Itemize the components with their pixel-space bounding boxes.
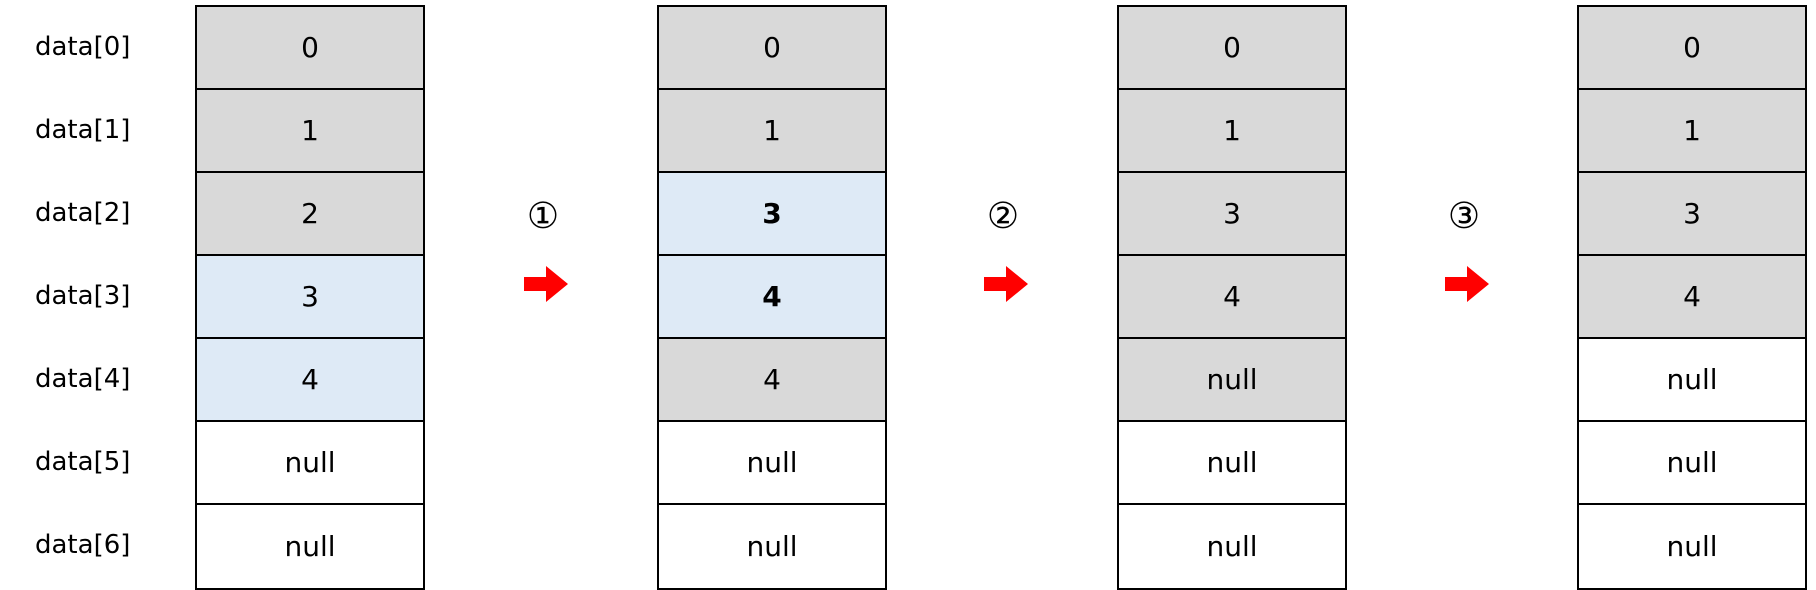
row-label-2: data[2] <box>35 197 131 228</box>
array-cell: 1 <box>659 90 885 173</box>
row-label-6: data[6] <box>35 529 131 560</box>
row-label-0: data[0] <box>35 31 131 62</box>
step-2-label: ② <box>986 196 1020 237</box>
step-3-label: ③ <box>1447 196 1481 237</box>
row-label-3: data[3] <box>35 280 131 311</box>
array-cell: 0 <box>1579 7 1805 90</box>
array-cell: null <box>1579 339 1805 422</box>
array-cell: null <box>197 422 423 505</box>
right-arrow-icon <box>524 266 568 302</box>
array-cell: 1 <box>1579 90 1805 173</box>
array-cell: 4 <box>659 339 885 422</box>
right-arrow-icon <box>1445 266 1489 302</box>
row-labels: data[0] data[1] data[2] data[3] data[4] … <box>0 5 150 586</box>
array-cell: null <box>1579 505 1805 588</box>
right-arrow-icon <box>984 266 1028 302</box>
step-3: ③ <box>1434 195 1494 315</box>
row-label-4: data[4] <box>35 363 131 394</box>
array-cell: 4 <box>1119 256 1345 339</box>
array-state-3: 0 1 3 4 null null null <box>1577 5 1807 590</box>
array-cell: 1 <box>1119 90 1345 173</box>
step-1: ① <box>513 195 573 315</box>
array-cell: 2 <box>197 173 423 256</box>
array-cell: null <box>1119 339 1345 422</box>
array-cell: 3 <box>1579 173 1805 256</box>
array-cell: 4 <box>659 256 885 339</box>
array-cell: null <box>659 505 885 588</box>
array-state-0: 0 1 2 3 4 null null <box>195 5 425 590</box>
array-cell: 0 <box>197 7 423 90</box>
array-cell: null <box>1119 505 1345 588</box>
array-cell: null <box>1119 422 1345 505</box>
array-cell: null <box>197 505 423 588</box>
array-cell: 3 <box>659 173 885 256</box>
array-cell: 1 <box>197 90 423 173</box>
array-cell: null <box>659 422 885 505</box>
array-cell: 4 <box>1579 256 1805 339</box>
step-2: ② <box>973 195 1033 315</box>
row-label-5: data[5] <box>35 446 131 477</box>
array-cell: 3 <box>1119 173 1345 256</box>
row-label-1: data[1] <box>35 114 131 145</box>
array-cell: 3 <box>197 256 423 339</box>
array-cell: 4 <box>197 339 423 422</box>
array-cell: 0 <box>659 7 885 90</box>
array-cell: 0 <box>1119 7 1345 90</box>
step-1-label: ① <box>526 196 560 237</box>
array-state-1: 0 1 3 4 4 null null <box>657 5 887 590</box>
array-state-2: 0 1 3 4 null null null <box>1117 5 1347 590</box>
array-cell: null <box>1579 422 1805 505</box>
